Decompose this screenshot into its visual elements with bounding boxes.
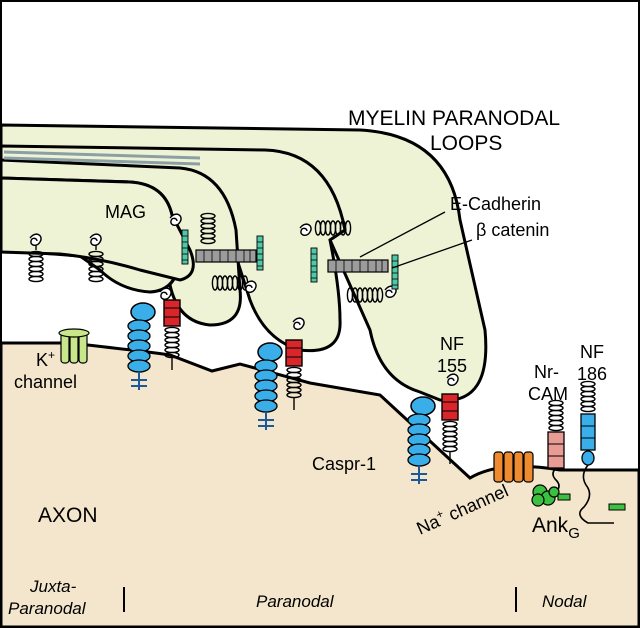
myelin-title-line1: MYELIN PARANODAL	[348, 107, 560, 130]
beta-catenin-leader	[391, 239, 473, 269]
region-nodal: Nodal	[542, 592, 588, 611]
nrcam-label-line2: CAM	[528, 384, 568, 404]
k-channel	[58, 328, 90, 364]
e-cadherin-label: E-Cadherin	[450, 194, 541, 214]
k-channel-label-k: K+	[36, 348, 55, 370]
nf155-label-line1: NF	[440, 334, 464, 354]
beta-catenin-1a	[181, 229, 189, 265]
nf186-label-line2: 186	[577, 364, 607, 384]
nrcam-label-line1: Nr-	[534, 362, 559, 382]
ankyrin-g	[531, 484, 571, 507]
region-juxta-line1: Juxta-	[29, 577, 77, 596]
beta-catenin-label: β catenin	[476, 220, 549, 240]
mag-protein-3	[200, 212, 216, 245]
beta-catenin-2b	[391, 254, 399, 290]
region-paranodal: Paranodal	[256, 592, 335, 611]
mag-ligand-1	[169, 213, 182, 226]
myelin-title-line2: LOOPS	[430, 132, 502, 155]
mag-ligand-3	[299, 223, 312, 236]
compact-myelin-line-2	[3, 156, 201, 166]
k-channel-label-channel: channel	[14, 372, 77, 392]
mag-label: MAG	[105, 202, 146, 222]
e-cadherin-junction-1	[195, 249, 257, 263]
ankyrin-g-label: AnkG	[532, 514, 580, 542]
axon-label: AXON	[38, 504, 98, 527]
nf155-head-1	[159, 287, 172, 300]
e-cadherin-junction-2	[327, 259, 389, 273]
nf155-label-line2: 155	[437, 356, 467, 376]
nf155-head-2	[292, 317, 305, 330]
beta-catenin-1b	[256, 235, 264, 271]
compact-myelin-line-1	[3, 150, 201, 160]
caspr-label: Caspr-1	[312, 454, 376, 474]
nf186-protein	[579, 380, 626, 524]
mag-ligand-2	[244, 280, 257, 293]
nf186-label-line1: NF	[580, 342, 604, 362]
nrcam-protein	[547, 399, 565, 493]
na-channel	[493, 451, 534, 483]
e-cadherin-leader	[359, 211, 446, 258]
beta-catenin-2a	[310, 247, 318, 283]
myelin-loop-inner	[0, 176, 195, 282]
region-juxta-line2: Paranodal	[8, 599, 87, 618]
